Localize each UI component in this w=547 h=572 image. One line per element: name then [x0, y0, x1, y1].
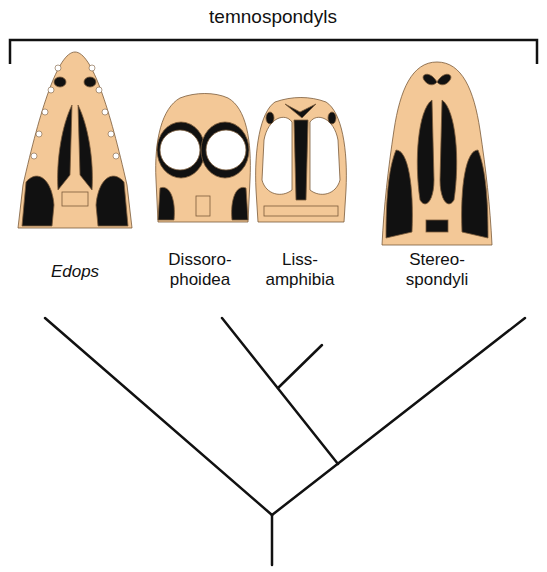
taxon-label: Edops [30, 262, 120, 282]
stereospondyl-skull [382, 62, 492, 245]
group-bracket [10, 40, 537, 64]
cladogram-tree [45, 318, 525, 565]
lissamphibian-skull [256, 98, 347, 223]
group-label: temnospondyls [203, 6, 343, 28]
edops-skull [18, 52, 132, 228]
taxon-label: Stereo- spondyli [395, 250, 479, 289]
taxon-label: Dissoro- phoidea [158, 250, 242, 289]
dissorophoid-skull [156, 94, 251, 223]
taxon-label: Liss- amphibia [258, 250, 342, 289]
